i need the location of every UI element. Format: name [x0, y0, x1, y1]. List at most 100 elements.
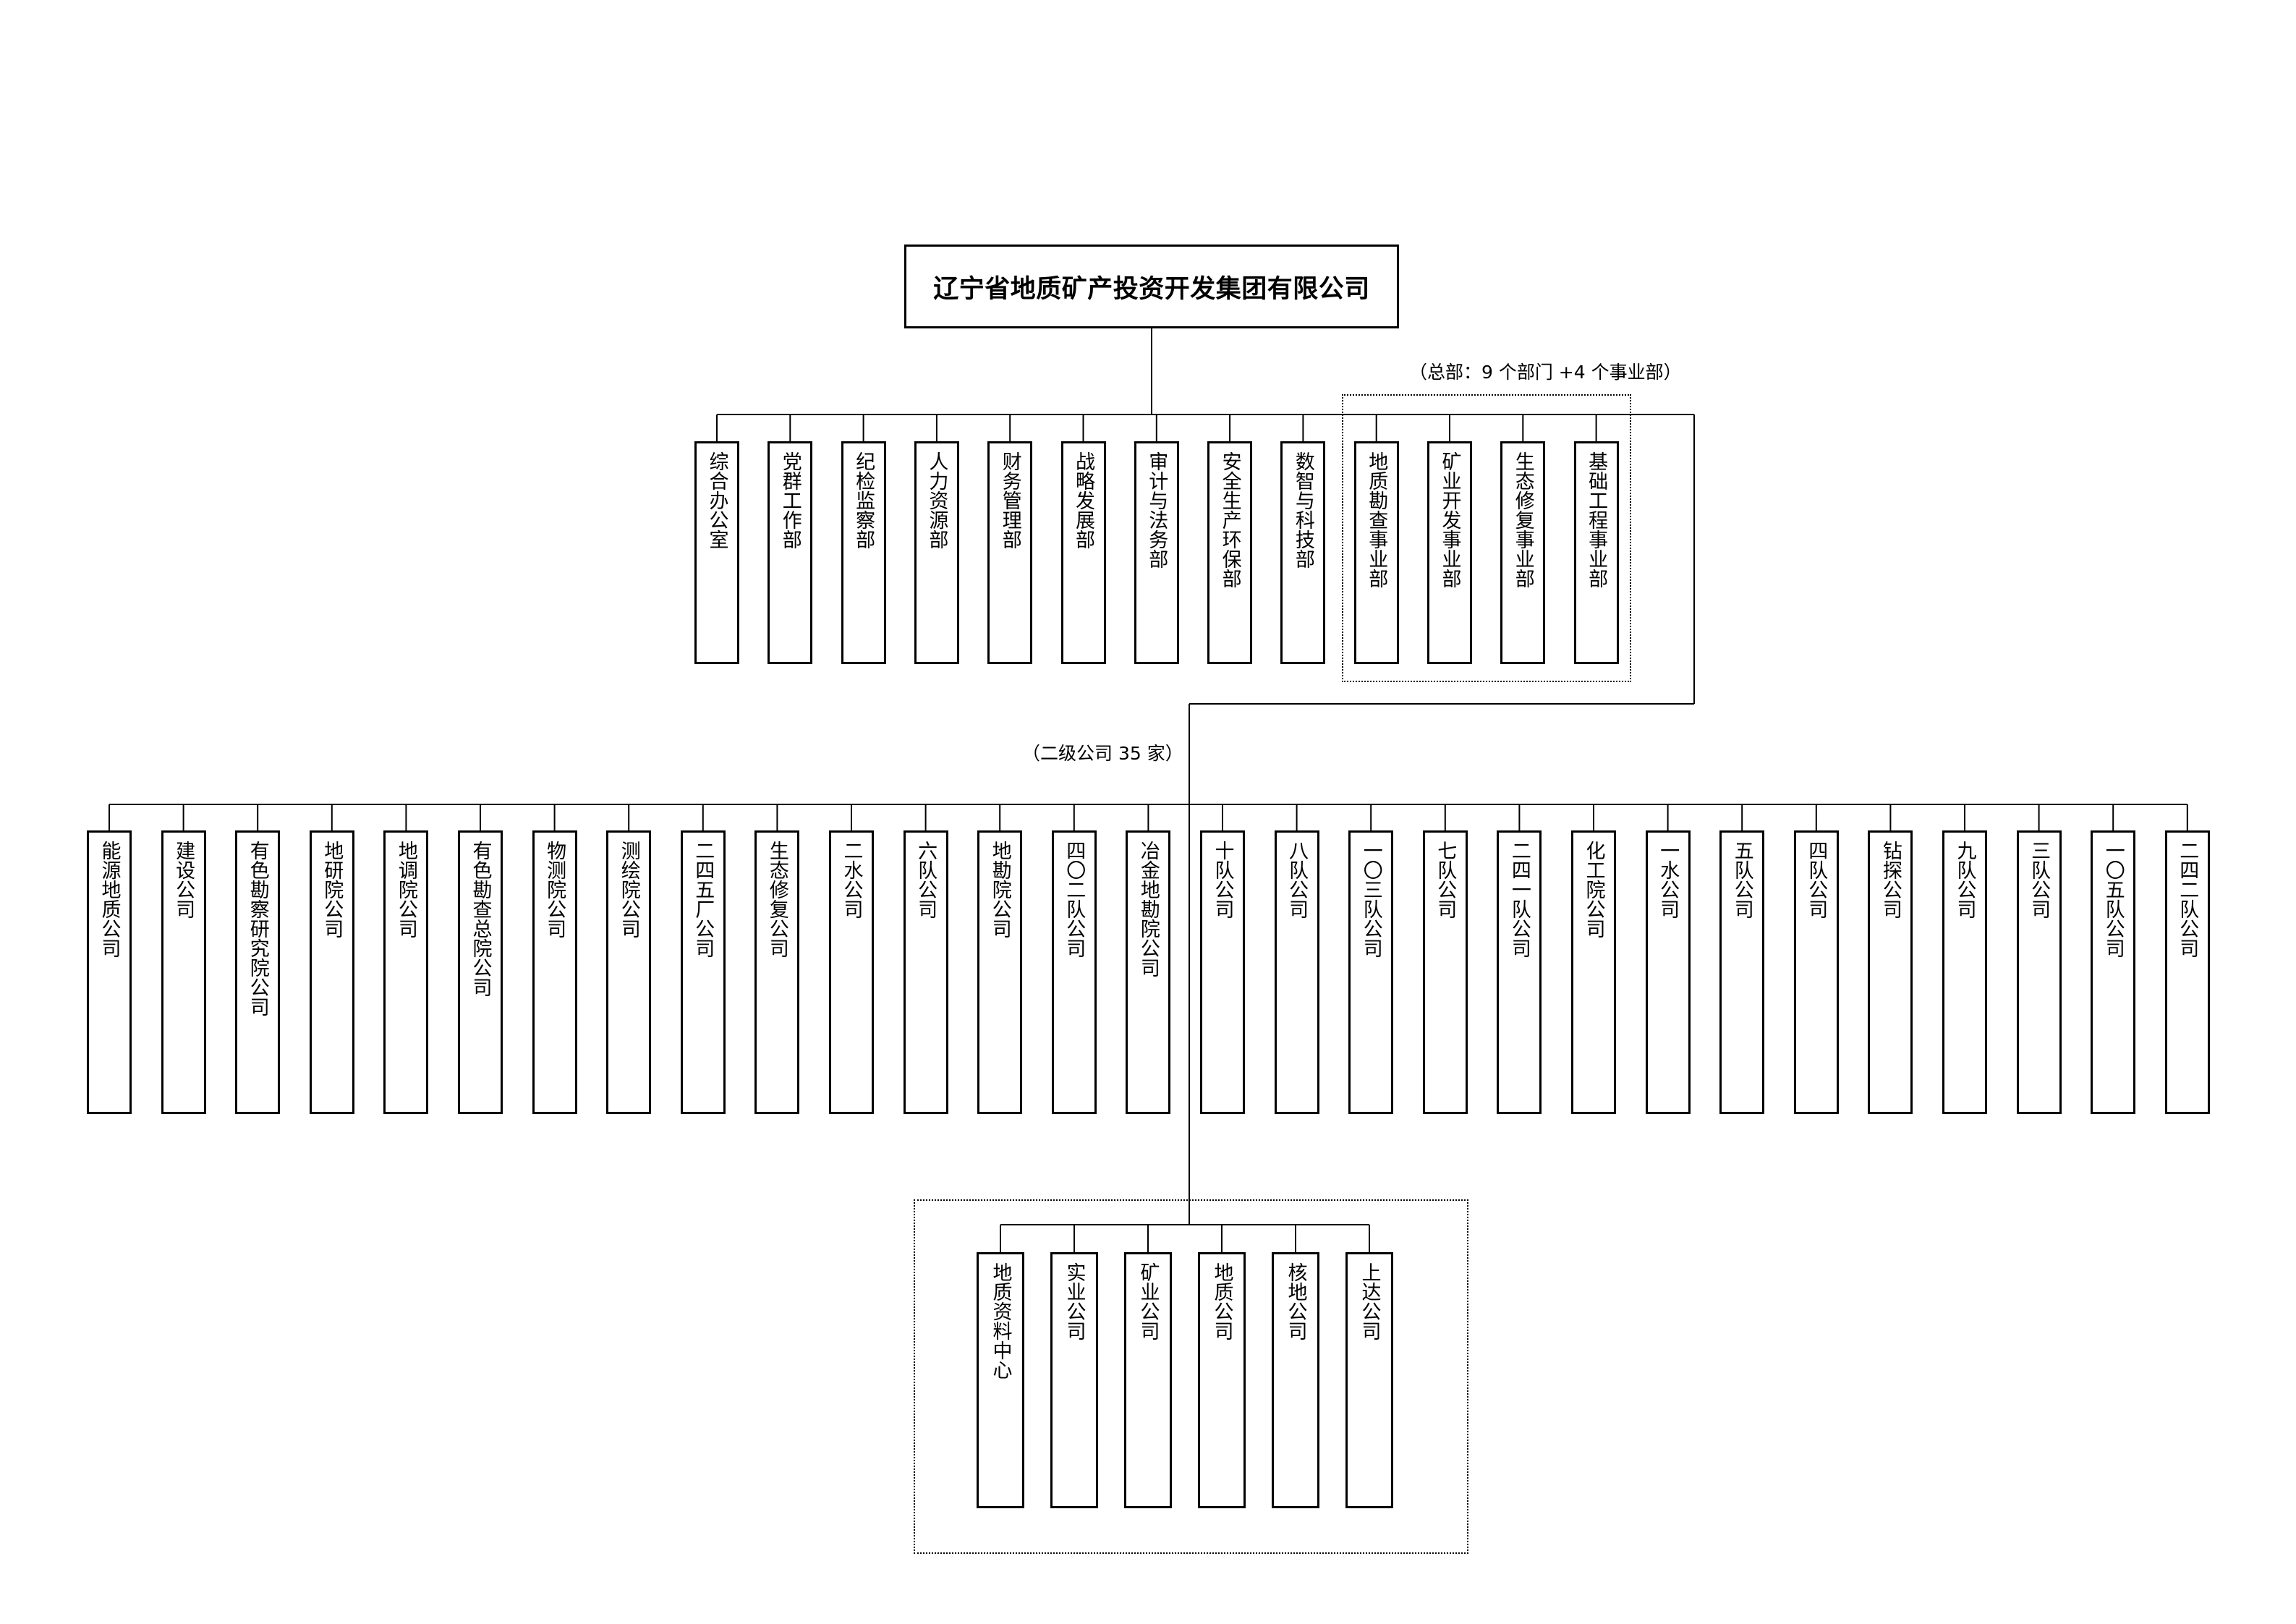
- subsidiary-box-label: 地调院公司: [394, 841, 417, 938]
- subsidiary-box: 九队公司: [1942, 830, 1987, 1114]
- subsidiary-box-label: 地勘院公司: [988, 841, 1011, 938]
- other-units-group: [914, 1199, 1468, 1554]
- department-box-label: 人力资源部: [925, 451, 948, 549]
- subsidiary-box-label: 能源地质公司: [98, 841, 121, 958]
- subsidiary-box: 物测院公司: [532, 830, 577, 1114]
- subsidiary-box: 六队公司: [903, 830, 948, 1114]
- subsidiary-box-label: 测绘院公司: [617, 841, 640, 938]
- department-box: 财务管理部: [987, 441, 1033, 664]
- subsidiary-box-label: 二四二队公司: [2176, 841, 2199, 958]
- subsidiary-box: 一〇五队公司: [2091, 830, 2136, 1114]
- department-box: 纪检监察部: [841, 441, 886, 664]
- subsidiary-box-label: 地研院公司: [320, 841, 344, 938]
- subsidiary-box-label: 七队公司: [1434, 841, 1457, 919]
- other-unit-box: 上达公司: [1345, 1252, 1393, 1508]
- subsidiary-box: 四队公司: [1793, 830, 1839, 1114]
- business-unit-box-label: 生态修复事业部: [1511, 451, 1534, 588]
- subsidiary-box-label: 建设公司: [172, 841, 195, 919]
- subsidiary-box: 地研院公司: [309, 830, 354, 1114]
- subsidiary-box: 地勘院公司: [977, 830, 1023, 1114]
- other-unit-box-label: 地质资料中心: [989, 1262, 1012, 1379]
- subsidiary-box: 地调院公司: [383, 830, 429, 1114]
- business-unit-box-label: 矿业开发事业部: [1438, 451, 1461, 588]
- subsidiary-box: 十队公司: [1200, 830, 1245, 1114]
- subsidiary-box-label: 九队公司: [1953, 841, 1976, 919]
- subsidiary-box: 测绘院公司: [606, 830, 652, 1114]
- subsidiary-box-label: 六队公司: [914, 841, 937, 919]
- root-company: 辽宁省地质矿产投资开发集团有限公司: [904, 245, 1399, 328]
- subsidiary-box-label: 一〇三队公司: [1359, 841, 1382, 958]
- subsidiary-box-label: 冶金地勘院公司: [1136, 841, 1160, 977]
- department-box: 审计与法务部: [1134, 441, 1179, 664]
- business-unit-box: 基础工程事业部: [1573, 441, 1619, 664]
- subsidiary-box-label: 三队公司: [2028, 841, 2051, 919]
- subsidiary-box: 七队公司: [1422, 830, 1468, 1114]
- subsidiary-box-label: 二四一队公司: [1508, 841, 1531, 958]
- root-company-label: 辽宁省地质矿产投资开发集团有限公司: [933, 273, 1370, 304]
- business-units-group: [1342, 394, 1631, 682]
- department-box: 党群工作部: [768, 441, 813, 664]
- subsidiary-box-label: 化工院公司: [1582, 841, 1605, 938]
- subsidiary-box: 三队公司: [2016, 830, 2062, 1114]
- business-unit-box-label: 基础工程事业部: [1585, 451, 1608, 588]
- subsidiary-box: 二四一队公司: [1497, 830, 1542, 1114]
- other-unit-box: 实业公司: [1050, 1252, 1098, 1508]
- subsidiary-box: 八队公司: [1274, 830, 1319, 1114]
- other-unit-box-label: 实业公司: [1063, 1262, 1086, 1340]
- department-box-label: 数智与科技部: [1291, 451, 1314, 569]
- department-box-label: 审计与法务部: [1145, 451, 1168, 569]
- subsidiary-box: 冶金地勘院公司: [1126, 830, 1171, 1114]
- subsidiary-box-label: 五队公司: [1730, 841, 1753, 919]
- subsidiary-box: 有色勘查总院公司: [458, 830, 503, 1114]
- subsidiary-box-label: 二水公司: [840, 841, 863, 919]
- department-box: 安全生产环保部: [1207, 441, 1253, 664]
- department-box-label: 安全生产环保部: [1218, 451, 1241, 588]
- subsidiary-box: 生态修复公司: [754, 830, 800, 1114]
- subsidiary-box-label: 有色勘察研究院公司: [246, 841, 269, 1016]
- department-box-label: 战略发展部: [1072, 451, 1094, 549]
- department-box-label: 综合办公室: [705, 451, 728, 549]
- other-unit-box-label: 上达公司: [1358, 1262, 1381, 1340]
- department-box-label: 纪检监察部: [852, 451, 875, 549]
- subsidiary-box-label: 十队公司: [1211, 841, 1234, 919]
- subsidiary-box: 二四二队公司: [2164, 830, 2210, 1114]
- subsidiary-box-label: 一水公司: [1657, 841, 1680, 919]
- subsidiary-box: 钻探公司: [1868, 830, 1913, 1114]
- other-unit-box: 核地公司: [1272, 1252, 1319, 1508]
- department-box: 人力资源部: [914, 441, 959, 664]
- subsidiary-box: 二四五厂公司: [680, 830, 726, 1114]
- other-unit-box: 地质资料中心: [977, 1252, 1024, 1508]
- business-unit-box: 矿业开发事业部: [1427, 441, 1472, 664]
- subsidiary-box-label: 四〇二队公司: [1063, 841, 1086, 958]
- subsidiary-box: 一水公司: [1645, 830, 1691, 1114]
- department-box: 综合办公室: [694, 441, 739, 664]
- subsidiary-box-label: 四队公司: [1805, 841, 1828, 919]
- department-box: 战略发展部: [1060, 441, 1106, 664]
- other-unit-box: 地质公司: [1198, 1252, 1246, 1508]
- department-box-label: 财务管理部: [998, 451, 1021, 549]
- subsidiary-box: 二水公司: [829, 830, 874, 1114]
- subsidiary-box-label: 有色勘查总院公司: [469, 841, 492, 997]
- subsidiary-box-label: 物测院公司: [543, 841, 566, 938]
- subsidiary-box-label: 二四五厂公司: [692, 841, 715, 958]
- business-unit-box: 生态修复事业部: [1500, 441, 1546, 664]
- subsidiary-box-label: 一〇五队公司: [2101, 841, 2125, 958]
- subsidiary-box: 化工院公司: [1571, 830, 1616, 1114]
- other-unit-box-label: 核地公司: [1284, 1262, 1307, 1340]
- subsidiaries-note: （二级公司 35 家）: [1022, 743, 1183, 764]
- subsidiary-box-label: 钻探公司: [1879, 841, 1902, 919]
- subsidiary-box-label: 八队公司: [1285, 841, 1309, 919]
- subsidiary-box: 建设公司: [161, 830, 206, 1114]
- department-box-label: 党群工作部: [778, 451, 802, 549]
- subsidiary-box: 一〇三队公司: [1348, 830, 1394, 1114]
- subsidiary-box: 四〇二队公司: [1051, 830, 1097, 1114]
- business-unit-box: 地质勘查事业部: [1353, 441, 1399, 664]
- subsidiary-box-label: 生态修复公司: [765, 841, 788, 958]
- other-unit-box-label: 矿业公司: [1136, 1262, 1160, 1340]
- subsidiary-box: 五队公司: [1719, 830, 1765, 1114]
- other-unit-box-label: 地质公司: [1210, 1262, 1233, 1340]
- business-unit-box-label: 地质勘查事业部: [1365, 451, 1388, 588]
- subsidiary-box: 能源地质公司: [87, 830, 132, 1114]
